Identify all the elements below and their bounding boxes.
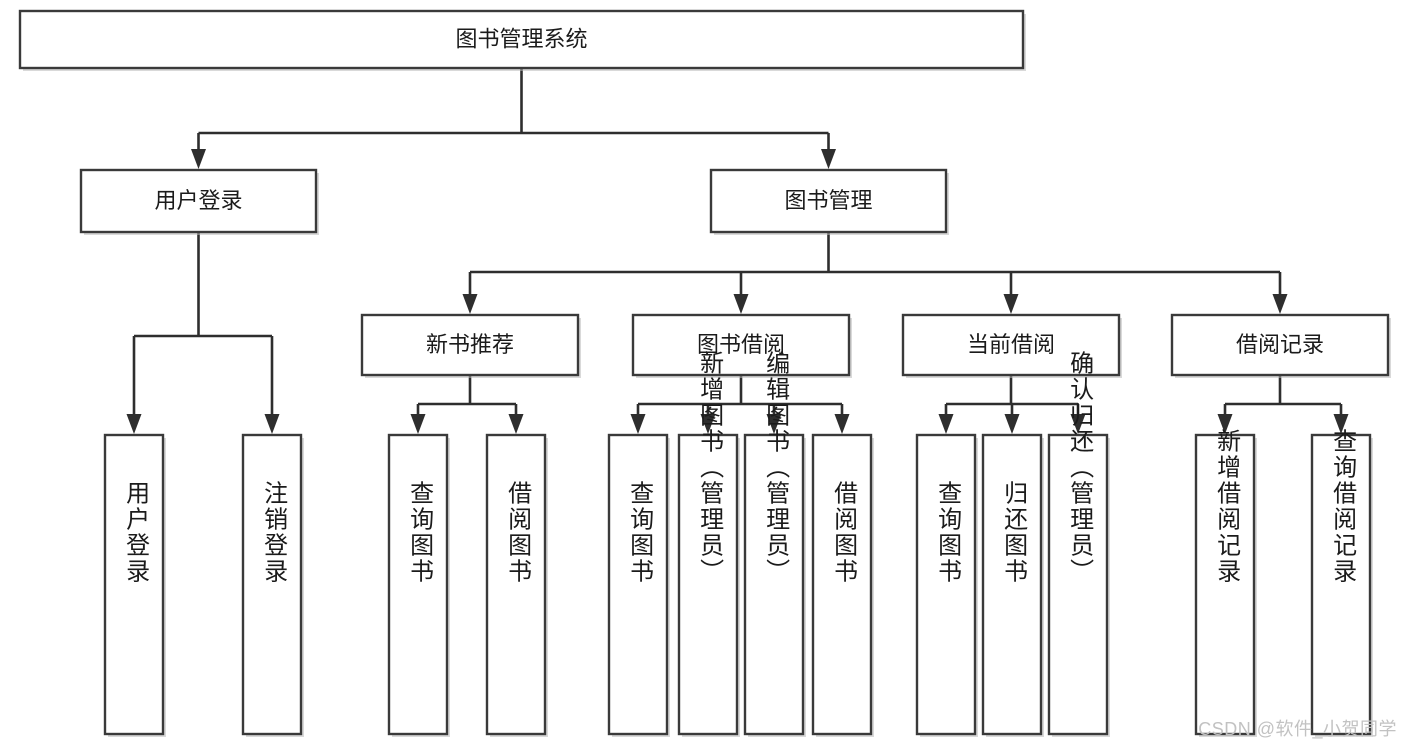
node-leaf-confirm-return-admin[interactable]: 确认归还（管理员） [1047,351,1110,738]
node-leaf-query-borrow-record[interactable]: 查询借阅记录 [1310,429,1373,738]
node-label: 借阅图书 [504,481,532,585]
node-box[interactable] [1047,433,1109,736]
node-layer: 图书管理系统用户登录图书管理新书推荐图书借阅当前借阅借阅记录用户登录注销登录查询… [18,9,1391,738]
node-leaf-rec-borrow-book[interactable]: 借阅图书 [485,433,548,737]
node-label: 新增图书（管理员） [696,351,724,585]
node-box[interactable] [1310,433,1372,736]
connector-group-new-book-rec [410,375,524,434]
node-leaf-borrow-query-book[interactable]: 查询图书 [607,433,670,737]
node-label: 归还图书 [1000,481,1028,585]
node-leaf-rec-query-book[interactable]: 查询图书 [387,433,450,737]
node-label: 查询借阅记录 [1329,429,1357,585]
node-label: 用户登录 [154,188,242,213]
node-box[interactable] [677,433,739,736]
node-box[interactable] [241,433,303,736]
node-label: 查询图书 [406,481,434,585]
connector-group-root [191,68,836,169]
node-book-manage[interactable]: 图书管理 [709,168,949,235]
node-box[interactable] [360,313,580,377]
node-current-borrow[interactable]: 当前借阅 [901,313,1122,378]
node-leaf-add-borrow-record[interactable]: 新增借阅记录 [1194,429,1257,738]
connector-group-book-manage [462,232,1288,314]
node-label: 确认归还（管理员） [1066,351,1094,585]
node-label: 新增借阅记录 [1213,429,1241,585]
node-new-book-rec[interactable]: 新书推荐 [360,313,581,378]
node-box[interactable] [981,433,1043,736]
connector-group-user-login [126,232,280,434]
node-label: 当前借阅 [967,332,1055,357]
node-box[interactable] [18,9,1025,70]
node-leaf-logout[interactable]: 注销登录 [241,433,304,737]
node-leaf-user-login[interactable]: 用户登录 [103,433,166,737]
node-leaf-add-book-admin[interactable]: 新增图书（管理员） [677,351,740,738]
node-label: 查询图书 [934,481,962,585]
watermark-label: CSDN @软件_小贺同学 [1198,719,1397,739]
node-root[interactable]: 图书管理系统 [18,9,1026,71]
node-box[interactable] [103,433,165,736]
connector-group-current-borrow [938,375,1086,434]
node-label: 图书管理系统 [455,26,587,51]
node-box[interactable] [743,433,805,736]
node-box[interactable] [485,433,547,736]
node-label: 借阅记录 [1236,332,1324,357]
node-label: 查询图书 [626,481,654,585]
node-label: 编辑图书（管理员） [762,351,790,585]
node-box[interactable] [709,168,948,234]
node-leaf-return-book[interactable]: 归还图书 [981,433,1044,737]
node-box[interactable] [901,313,1121,377]
node-box[interactable] [387,433,449,736]
connector-group-borrow-record [1217,375,1349,434]
node-label: 图书借阅 [697,332,785,357]
node-leaf-edit-book-admin[interactable]: 编辑图书（管理员） [743,351,806,738]
node-borrow-record[interactable]: 借阅记录 [1170,313,1391,378]
node-box[interactable] [915,433,977,736]
node-user-login[interactable]: 用户登录 [79,168,319,235]
node-book-borrow[interactable]: 图书借阅 [631,313,852,378]
node-box[interactable] [631,313,851,377]
node-label: 用户登录 [122,481,150,585]
node-leaf-cur-query-book[interactable]: 查询图书 [915,433,978,737]
node-box[interactable] [811,433,873,736]
node-box[interactable] [79,168,318,234]
connector-layer [126,68,1349,434]
connector-group-book-borrow [630,375,850,434]
node-leaf-borrow-book[interactable]: 借阅图书 [811,433,874,737]
node-box[interactable] [607,433,669,736]
node-box[interactable] [1170,313,1390,377]
node-label: 借阅图书 [830,481,858,585]
node-label: 注销登录 [260,481,288,585]
node-box[interactable] [1194,433,1256,736]
node-label: 新书推荐 [426,332,514,357]
node-label: 图书管理 [784,188,872,213]
